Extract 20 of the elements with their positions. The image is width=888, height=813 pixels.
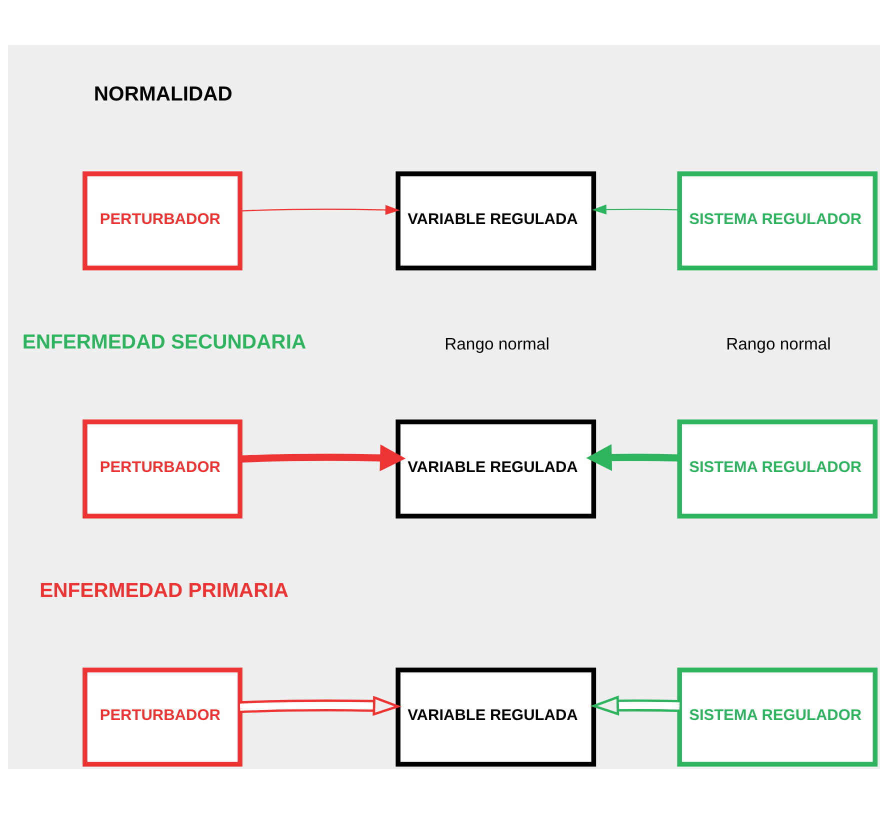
label: ENFERMEDAD SECUNDARIA	[22, 331, 306, 354]
node-box: VARIABLE REGULADA	[396, 419, 596, 518]
node-box: VARIABLE REGULADA	[396, 667, 596, 766]
arrow	[590, 695, 680, 716]
node-box: SISTEMA REGULADOR	[677, 170, 878, 270]
arrow	[240, 695, 402, 716]
node-box: VARIABLE REGULADA	[396, 170, 596, 270]
node-box: PERTURBADOR	[82, 419, 242, 518]
node-box: PERTURBADOR	[82, 170, 242, 270]
arrow	[240, 204, 400, 214]
node-box: SISTEMA REGULADOR	[677, 419, 878, 518]
node-box: SISTEMA REGULADOR	[677, 667, 878, 766]
label: ENFERMEDAD PRIMARIA	[40, 579, 288, 602]
arrow	[586, 444, 680, 470]
arrow	[592, 204, 680, 214]
label: Rango normal	[726, 334, 831, 353]
arrow	[240, 444, 406, 471]
node-box: PERTURBADOR	[82, 667, 242, 766]
label: NORMALIDAD	[94, 83, 232, 106]
label: Rango normal	[444, 334, 550, 353]
